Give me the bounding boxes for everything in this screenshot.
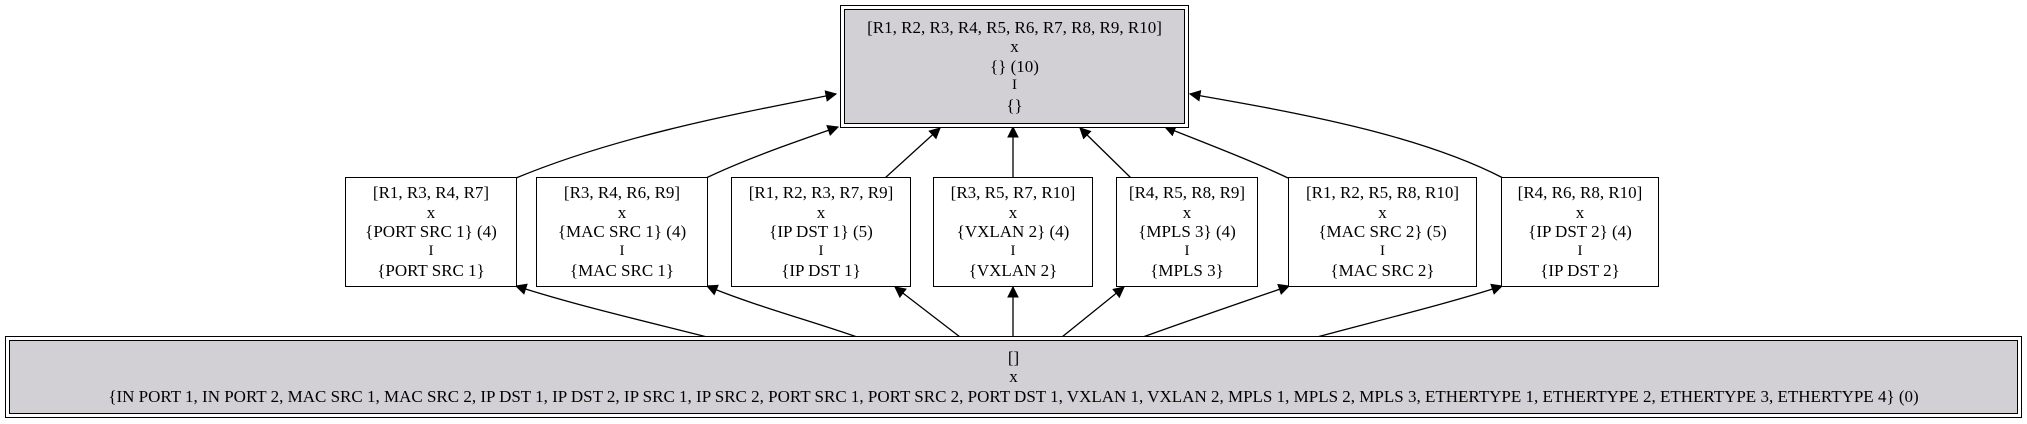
- edge-m3-top: [884, 127, 941, 179]
- node-attrs: {VXLAN 2} (4): [956, 222, 1070, 242]
- node-separator: I: [818, 242, 824, 259]
- node-set: {MAC SRC 1}: [569, 261, 675, 281]
- edge-bottom-m2: [705, 284, 858, 338]
- node-rules: [R3, R4, R6, R9]: [563, 183, 681, 203]
- node-attrs: {PORT SRC 1} (4): [365, 222, 497, 242]
- bottom-concept-node: [] x {IN PORT 1, IN PORT 2, MAC SRC 1, M…: [5, 336, 2022, 418]
- edge-m6-top: [1163, 125, 1289, 179]
- node-rules: [R4, R6, R8, R10]: [1517, 183, 1643, 203]
- node-rules: [R1, R3, R4, R7]: [372, 183, 490, 203]
- node-attrs: {IN PORT 1, IN PORT 2, MAC SRC 1, MAC SR…: [108, 386, 1919, 406]
- node-x: x: [617, 202, 627, 222]
- node-separator: I: [1010, 242, 1016, 259]
- node-x: x: [1182, 202, 1192, 222]
- concept-node-mac-src-1: [R3, R4, R6, R9] x {MAC SRC 1} (4) I {MA…: [536, 177, 708, 287]
- concept-node-vxlan-2: [R3, R5, R7, R10] x {VXLAN 2} (4) I {VXL…: [933, 177, 1093, 287]
- bottom-concept-inner: [] x {IN PORT 1, IN PORT 2, MAC SRC 1, M…: [9, 340, 2018, 414]
- edge-m7-top: [1188, 90, 1504, 179]
- node-set: {}: [1006, 95, 1023, 115]
- node-rules: [R3, R5, R7, R10]: [950, 183, 1076, 203]
- node-attrs: {MAC SRC 2} (5): [1318, 222, 1447, 242]
- node-set: {PORT SRC 1}: [377, 261, 485, 281]
- node-rules: []: [1007, 347, 1020, 367]
- top-concept-inner: [R1, R2, R3, R4, R5, R6, R7, R8, R9, R10…: [844, 9, 1185, 124]
- node-attrs: {IP DST 1} (5): [769, 222, 873, 242]
- edge-bottom-m1: [514, 283, 708, 338]
- node-rules: [R1, R2, R3, R4, R5, R6, R7, R8, R9, R10…: [867, 17, 1162, 37]
- concept-node-port-src-1: [R1, R3, R4, R7] x {PORT SRC 1} (4) I {P…: [345, 177, 517, 287]
- node-rules: [R4, R5, R8, R9]: [1128, 183, 1246, 203]
- edge-bottom-m7: [1316, 283, 1504, 338]
- node-set: {MAC SRC 2}: [1330, 261, 1435, 281]
- edge-bottom-m5: [1061, 286, 1125, 338]
- node-separator: I: [1184, 242, 1190, 259]
- node-separator: I: [1577, 242, 1583, 259]
- node-attrs: {} (10): [990, 56, 1039, 76]
- node-rules: [R1, R2, R3, R7, R9]: [748, 183, 894, 203]
- node-set: {MPLS 3}: [1150, 261, 1224, 281]
- node-rules: [R1, R2, R5, R8, R10]: [1305, 183, 1460, 203]
- concept-node-mac-src-2: [R1, R2, R5, R8, R10] x {MAC SRC 2} (5) …: [1288, 177, 1477, 287]
- node-separator: I: [1012, 77, 1017, 94]
- edge-bottom-m6: [1142, 283, 1291, 338]
- edge-m2-top: [705, 124, 840, 179]
- node-x: x: [1010, 37, 1019, 57]
- edge-m1-top: [515, 90, 838, 179]
- edge-m5-top: [1079, 127, 1132, 179]
- edge-bottom-m3: [894, 286, 961, 338]
- node-x: x: [1008, 202, 1018, 222]
- node-x: x: [1009, 367, 1018, 387]
- node-separator: I: [428, 242, 434, 259]
- concept-node-ip-dst-2: [R4, R6, R8, R10] x {IP DST 2} (4) I {IP…: [1501, 177, 1659, 287]
- node-set: {VXLAN 2}: [968, 261, 1058, 281]
- concept-node-ip-dst-1: [R1, R2, R3, R7, R9] x {IP DST 1} (5) I …: [731, 177, 911, 287]
- top-concept-node: [R1, R2, R3, R4, R5, R6, R7, R8, R9, R10…: [840, 5, 1189, 128]
- node-separator: I: [619, 242, 625, 259]
- node-x: x: [1378, 202, 1387, 222]
- node-x: x: [816, 202, 826, 222]
- node-set: {IP DST 2}: [1540, 261, 1620, 281]
- node-attrs: {IP DST 2} (4): [1528, 222, 1632, 242]
- node-x: x: [426, 202, 436, 222]
- concept-node-mpls-3: [R4, R5, R8, R9] x {MPLS 3} (4) I {MPLS …: [1116, 177, 1258, 287]
- node-separator: I: [1380, 242, 1385, 259]
- node-attrs: {MPLS 3} (4): [1138, 222, 1236, 242]
- node-x: x: [1575, 202, 1585, 222]
- node-attrs: {MAC SRC 1} (4): [557, 222, 687, 242]
- node-set: {IP DST 1}: [781, 261, 861, 281]
